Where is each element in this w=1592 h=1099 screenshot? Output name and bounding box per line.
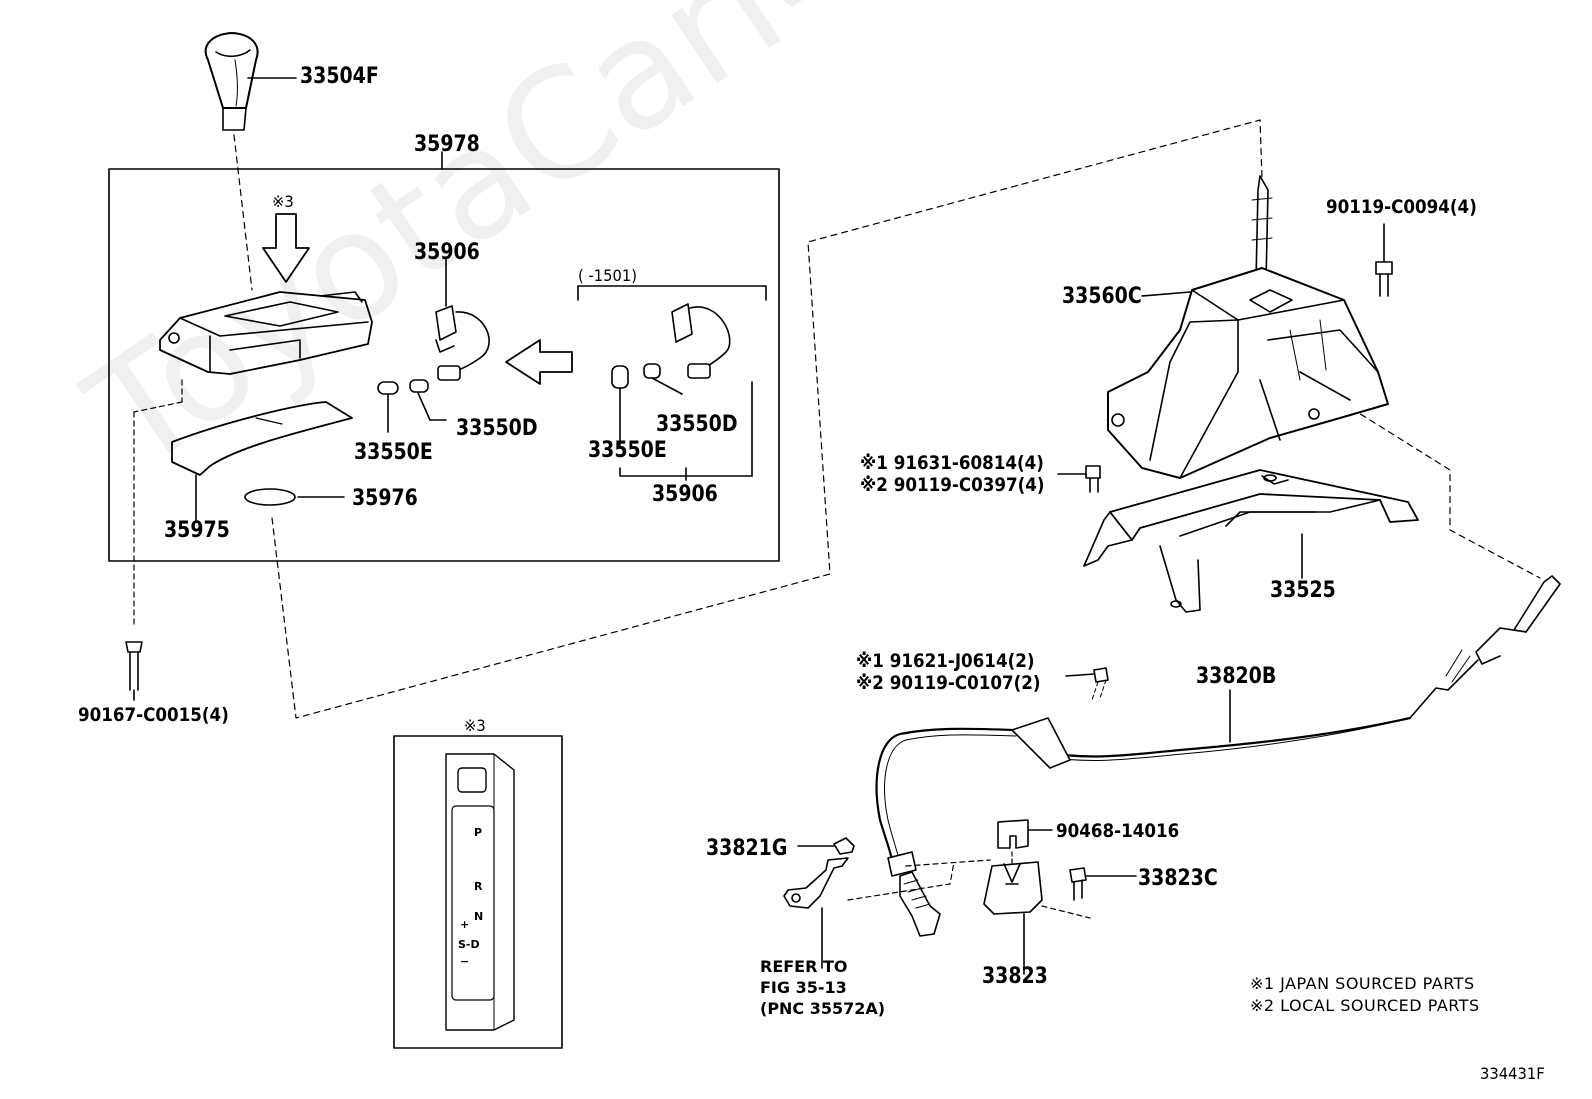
note-local: ※2 LOCAL SOURCED PARTS — [1250, 996, 1480, 1015]
label-90119-c0107: ※2 90119-C0107(2) — [856, 672, 1041, 694]
screw-90167 — [125, 641, 143, 701]
label-33820b: 33820B — [1196, 664, 1277, 689]
base-bracket-33525 — [1083, 469, 1419, 613]
bulb-socket-right — [611, 303, 753, 481]
bolt-90119-c0094 — [1375, 223, 1393, 297]
label-33550d-left: 33550D — [456, 416, 538, 441]
retainer-33823 — [983, 861, 1043, 975]
label-33550d-right: 33550D — [656, 412, 738, 437]
refer-line-1: REFER TO — [760, 957, 848, 976]
indicator-housing — [159, 291, 373, 375]
bolt-33823c — [1069, 867, 1137, 901]
left-arrow-icon — [505, 339, 573, 385]
label-91621: ※1 91621-J0614(2) — [856, 650, 1035, 672]
gear-r: R — [474, 880, 483, 893]
bulb-socket-left — [377, 257, 490, 433]
lock-clip-90468 — [997, 819, 1053, 849]
label-35978: 35978 — [414, 132, 480, 157]
label-33525: 33525 — [1270, 578, 1336, 603]
label-35976: 35976 — [352, 486, 418, 511]
gear-sd: S-D — [458, 938, 480, 951]
label-91631: ※1 91631-60814(4) — [860, 452, 1044, 474]
bolt-91631 — [1057, 465, 1101, 493]
shift-knob-33504f — [204, 32, 297, 131]
view-box-3 — [393, 735, 563, 1049]
cover-35976 — [244, 488, 296, 506]
label-mark3-top: ※3 — [272, 192, 294, 211]
label-35975: 35975 — [164, 518, 230, 543]
figure-id: 334431F — [1480, 1064, 1545, 1083]
refer-line-3: (PNC 35572A) — [760, 999, 886, 1018]
label-35906-right: 35906 — [652, 482, 718, 507]
gear-n: N — [474, 910, 484, 923]
assembly-box-35978 — [108, 168, 780, 562]
label-90119-c0094: 90119-C0094(4) — [1326, 196, 1477, 218]
label-33504f: 33504F — [300, 64, 379, 89]
label-range: ( -1501) — [578, 266, 637, 285]
label-35906-left: 35906 — [414, 240, 480, 265]
clip-33821g — [797, 837, 855, 855]
label-90468: 90468-14016 — [1056, 820, 1180, 842]
refer-line-2: FIG 35-13 — [760, 978, 847, 997]
label-mark3-box: ※3 — [464, 716, 486, 735]
shift-lever-33560c — [1107, 175, 1389, 479]
label-33821g: 33821G — [706, 836, 788, 861]
bezel-plate-35975 — [171, 401, 353, 476]
label-33823: 33823 — [982, 964, 1048, 989]
bolt-91621 — [1065, 667, 1109, 701]
label-33550e-left: 33550E — [354, 440, 433, 465]
gear-p: P — [474, 826, 483, 839]
gear-minus: − — [460, 955, 470, 968]
cable-bracket — [783, 857, 849, 969]
gear-indicator-panel — [445, 753, 515, 1031]
label-90167: 90167-C0015(4) — [78, 704, 229, 726]
view-arrow-icon — [262, 213, 310, 283]
label-33823c: 33823C — [1138, 866, 1218, 891]
label-90119-c0397: ※2 90119-C0397(4) — [860, 474, 1045, 496]
label-33550e-right: 33550E — [588, 438, 667, 463]
label-33560c: 33560C — [1062, 284, 1142, 309]
note-japan: ※1 JAPAN SOURCED PARTS — [1250, 974, 1475, 993]
shift-cable-33820b — [875, 575, 1561, 937]
gear-plus: + — [460, 918, 470, 931]
